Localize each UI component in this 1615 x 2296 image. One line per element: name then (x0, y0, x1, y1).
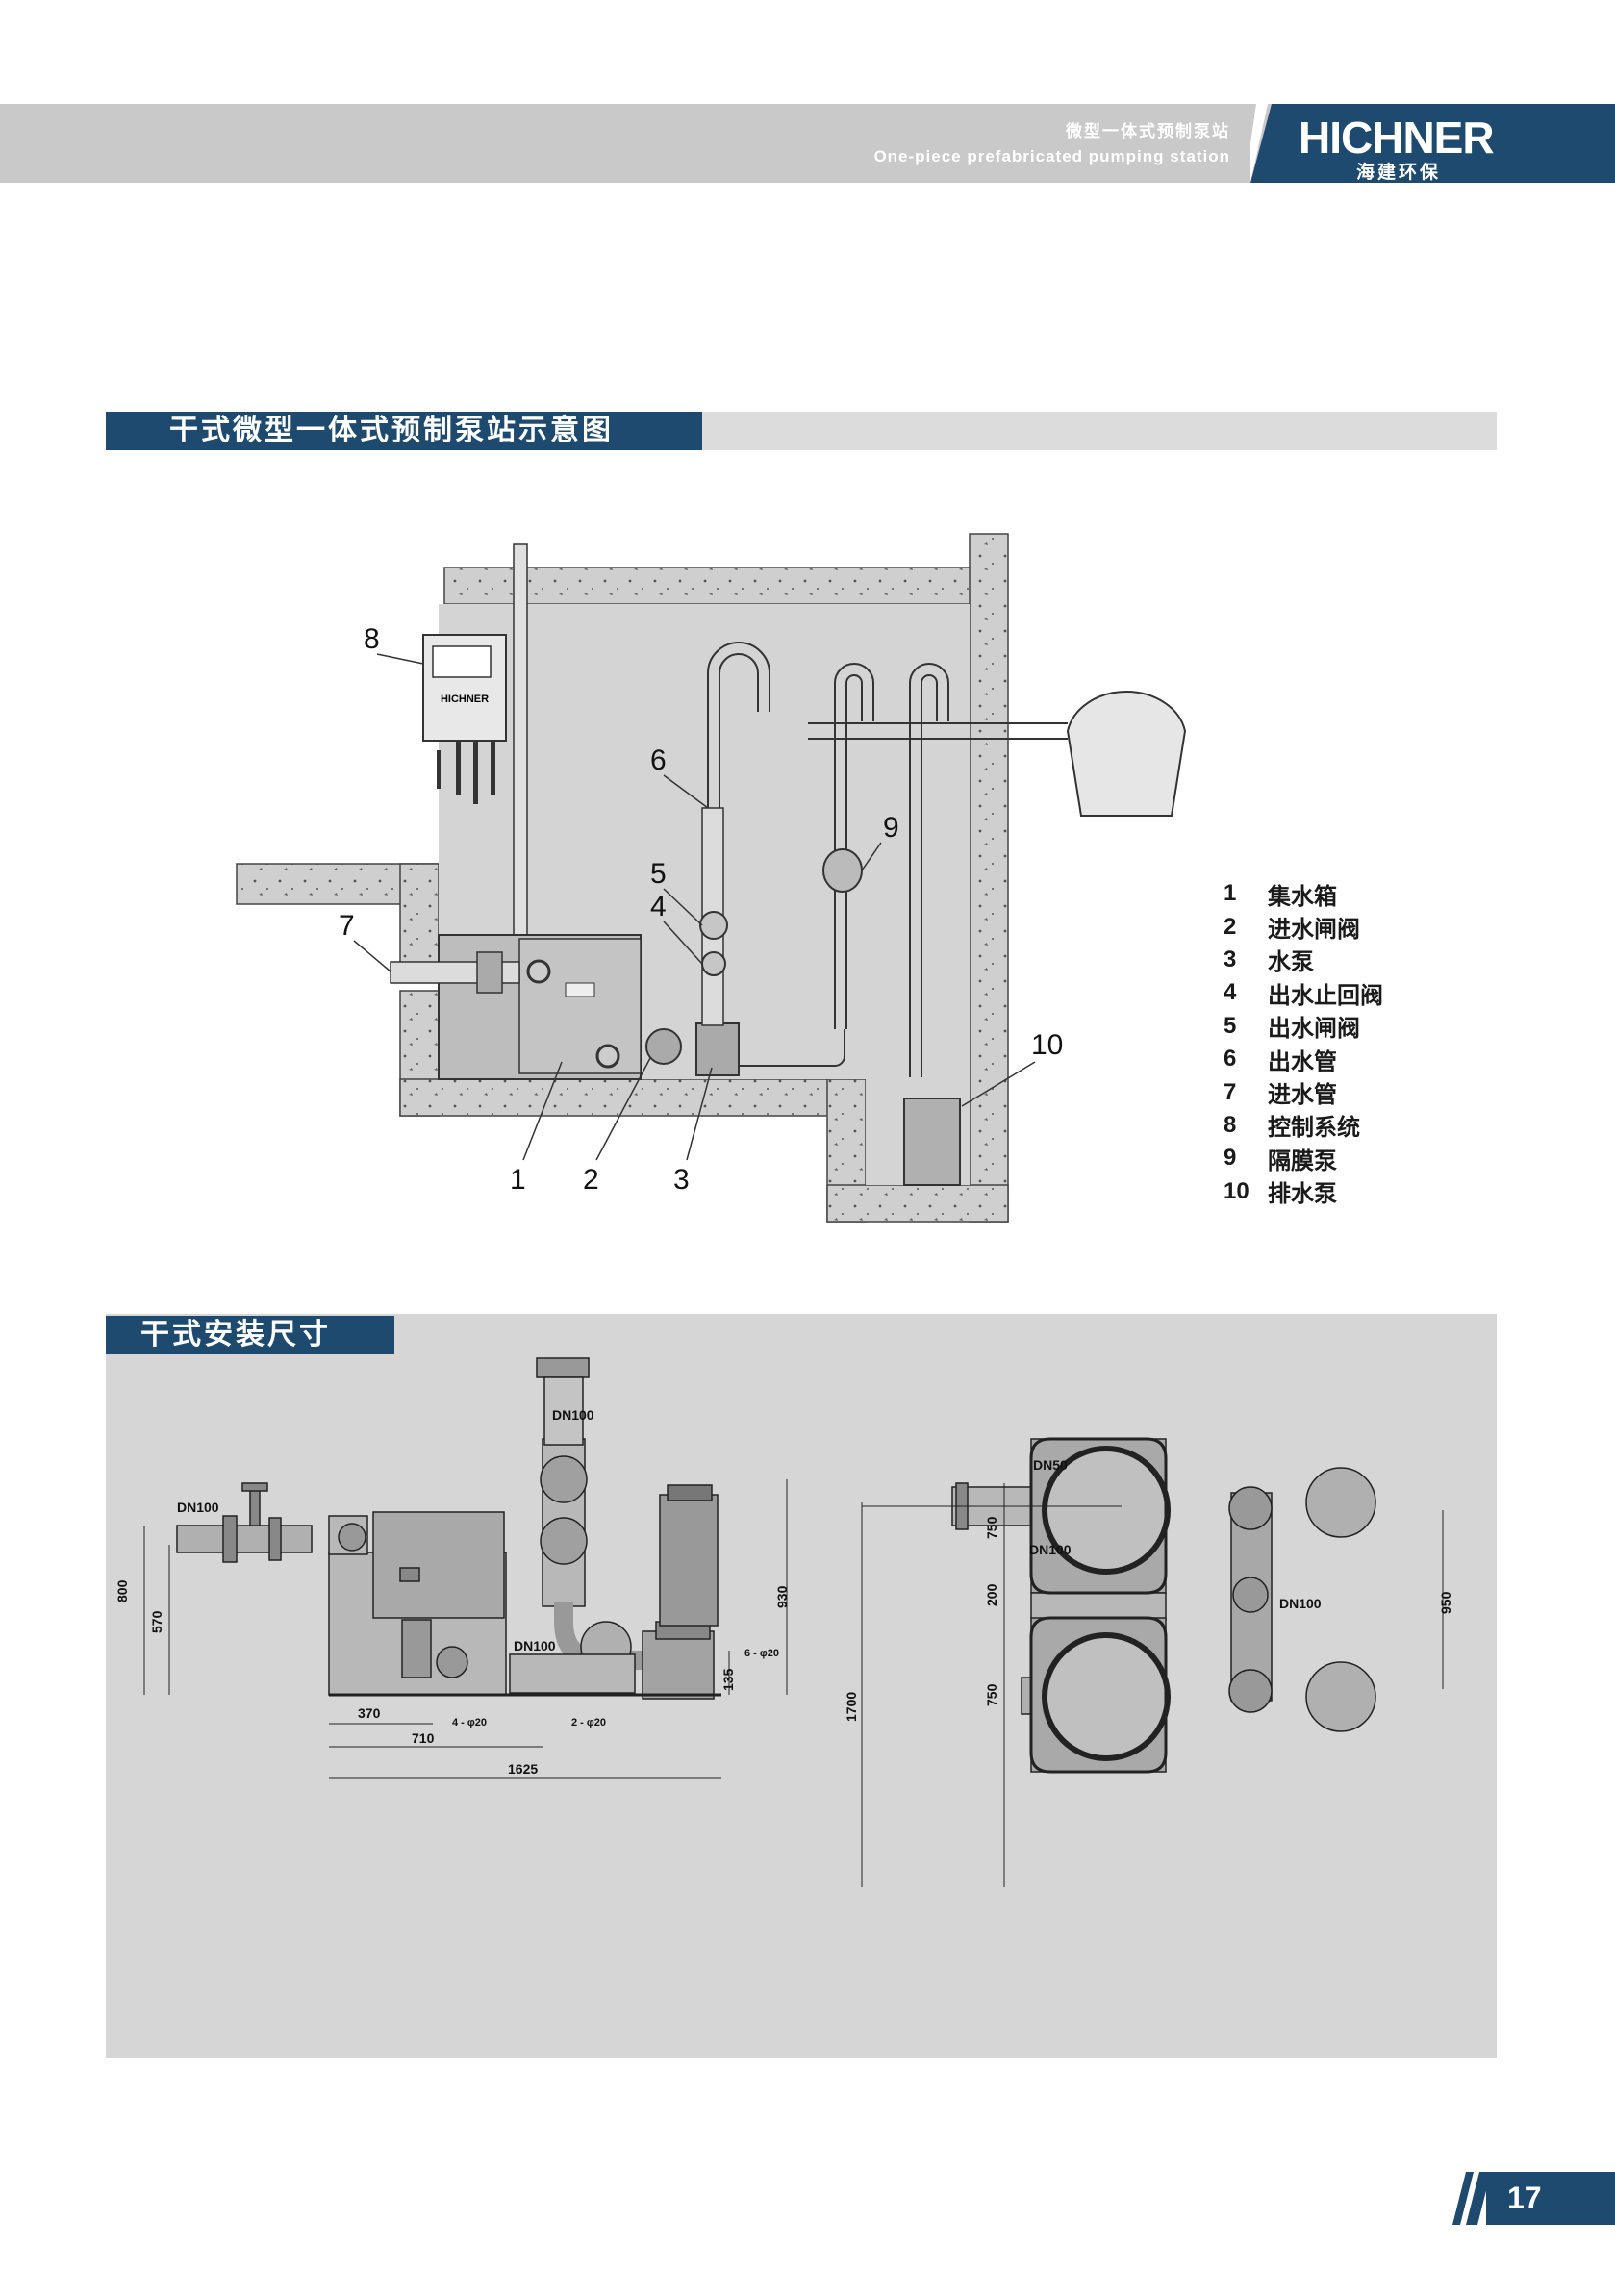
component-legend: 1 集水箱 2 进水闸阀 3 水泵 4 出水止回阀 5 出水闸阀 6 出水管 7 进水管 8 控… (1224, 877, 1383, 1208)
header-title-cn: 微型一体式预制泵站 (1066, 122, 1230, 140)
callout-6: 6 (650, 744, 667, 776)
dn50-label: DN50 (1033, 1457, 1068, 1473)
dry-pump-station-schematic: HICHNER 8 6 (236, 533, 1187, 1223)
installation-dimension-drawings: 800 570 370 710 1625 930 135 DN100 DN100… (114, 1357, 1453, 1887)
inlet-gate-valve (476, 951, 503, 994)
legend-num: 2 (1224, 913, 1237, 940)
diaphragm-pump (822, 848, 863, 893)
callout-9: 9 (883, 812, 899, 844)
legend-label: 进水管 (1268, 1082, 1337, 1109)
legend-item: 9 隔膜泵 (1224, 1142, 1383, 1174)
legend-num: 7 (1224, 1078, 1237, 1105)
dim-370: 370 (358, 1705, 381, 1721)
callout-3: 3 (673, 1164, 690, 1196)
installation-dimensions-panel: 800 570 370 710 1625 930 135 DN100 DN100… (106, 1314, 1497, 2058)
dn-outlet: DN100 (514, 1638, 556, 1653)
callout-2: 2 (583, 1164, 599, 1196)
collection-tank (438, 934, 642, 1080)
top-view-drawing (951, 1437, 1376, 1774)
drainage-pump (903, 1098, 961, 1186)
callout-8: 8 (364, 623, 380, 655)
control-box: HICHNER (422, 634, 507, 804)
legend-num: 8 (1224, 1111, 1237, 1138)
legend-item: 1 集水箱 (1224, 877, 1383, 910)
legend-label: 出水管 (1268, 1048, 1337, 1075)
dim-1625: 1625 (508, 1761, 538, 1777)
legend-item: 7 进水管 (1224, 1075, 1383, 1109)
legend-label: 进水闸阀 (1268, 917, 1360, 944)
dim-750-bottom: 750 (984, 1683, 999, 1706)
legend-item: 10 排水泵 (1224, 1175, 1383, 1208)
legend-item: 2 进水闸阀 (1224, 910, 1383, 944)
legend-label: 水泵 (1268, 949, 1314, 976)
page-number: 17 (1486, 2172, 1615, 2225)
legend-num: 5 (1224, 1012, 1237, 1039)
callout-1: 1 (510, 1164, 526, 1196)
dim-135: 135 (720, 1668, 736, 1691)
callout-10: 10 (1031, 1029, 1063, 1061)
legend-label: 排水泵 (1268, 1181, 1337, 1208)
section2-title: 干式安装尺寸 (106, 1316, 394, 1354)
brand-logo: HICHNER 海建环保 (1245, 104, 1615, 183)
concrete-structure (236, 533, 1009, 1223)
dim-800: 800 (114, 1579, 130, 1602)
legend-num: 3 (1224, 946, 1237, 972)
callout-5: 5 (650, 858, 667, 890)
legend-item: 4 出水止回阀 (1224, 976, 1383, 1009)
dim-710: 710 (412, 1730, 435, 1746)
dim-570: 570 (149, 1610, 164, 1633)
hole-note-2: 2 - φ20 (571, 1717, 606, 1728)
dn-inlet: DN100 (177, 1500, 219, 1515)
dim-930: 930 (774, 1585, 790, 1608)
hole-note-4: 4 - φ20 (452, 1717, 487, 1728)
control-box-label: HICHNER (441, 694, 489, 705)
header-text: 微型一体式预制泵站 One-piece prefabricated pumpin… (873, 117, 1230, 166)
header-title-en: One-piece prefabricated pumping station (873, 147, 1230, 165)
legend-num: 10 (1224, 1177, 1249, 1204)
dim-1700: 1700 (844, 1692, 859, 1722)
legend-label: 隔膜泵 (1268, 1148, 1337, 1174)
dn-top: DN100 (552, 1407, 594, 1423)
dn100-label-a: DN100 (1029, 1542, 1072, 1557)
side-view-dimensions: 800 570 370 710 1625 930 135 DN100 DN100… (114, 1407, 790, 1779)
callout-labels: 8 6 5 4 9 7 10 1 2 3 (339, 623, 1063, 1196)
legend-num: 4 (1224, 979, 1237, 1006)
brand-name: HICHNER (1299, 113, 1495, 163)
dim-750-top: 750 (984, 1516, 999, 1539)
legend-label: 控制系统 (1268, 1115, 1360, 1142)
dim-950: 950 (1438, 1591, 1453, 1614)
vent-pipe (513, 543, 528, 942)
logo-background (1245, 104, 1615, 183)
page-number-slash (1452, 2172, 1491, 2225)
legend-item: 6 出水管 (1224, 1043, 1383, 1075)
legend-num: 1 (1224, 880, 1237, 907)
top-view-dimensions: 1700 750 200 750 950 DN50 DN100 DN100 (844, 1457, 1453, 1887)
legend-item: 5 出水闸阀 (1224, 1010, 1383, 1043)
legend-item: 8 控制系统 (1224, 1109, 1383, 1142)
legend-label: 集水箱 (1268, 883, 1337, 910)
legend-num: 9 (1224, 1145, 1237, 1172)
hole-note-6: 6 - φ20 (744, 1648, 779, 1659)
legend-num: 6 (1224, 1046, 1237, 1072)
callout-7: 7 (339, 910, 355, 942)
dim-200: 200 (984, 1583, 999, 1606)
section1-title-rule (702, 412, 1497, 450)
side-view-drawing (176, 1357, 721, 1700)
brand-name-cn: 海建环保 (1356, 163, 1442, 183)
legend-item: 3 水泵 (1224, 944, 1383, 976)
legend-label: 出水止回阀 (1268, 982, 1383, 1009)
legend-label: 出水闸阀 (1268, 1016, 1360, 1043)
pump-assembly (645, 807, 740, 1076)
outfall-manhole (1066, 691, 1187, 817)
discharge-pipework (707, 642, 1068, 1077)
section1-title: 干式微型一体式预制泵站示意图 (106, 412, 702, 450)
dn100-label-b: DN100 (1279, 1596, 1322, 1611)
callout-4: 4 (650, 891, 667, 922)
